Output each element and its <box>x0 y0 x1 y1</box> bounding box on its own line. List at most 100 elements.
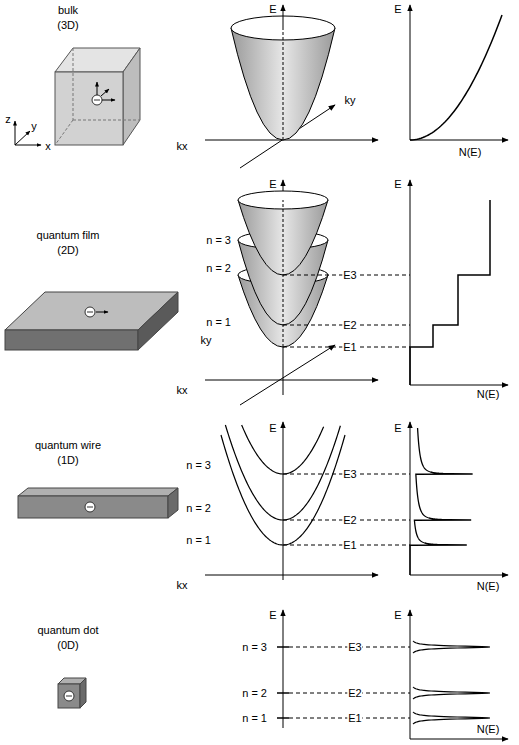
axis-label: x <box>44 140 52 152</box>
electron-symbol <box>85 502 95 512</box>
axis-label: ky <box>344 94 357 106</box>
axis-triad <box>15 121 41 145</box>
bulk-cube <box>55 72 123 145</box>
axis-line <box>205 575 378 576</box>
axis-label: E <box>393 178 402 190</box>
axis-label: kx <box>176 579 189 591</box>
axis-label: E <box>268 609 277 621</box>
level-label: n = 3 <box>241 641 268 653</box>
row-title: quantum wire <box>34 439 102 451</box>
electron-symbol <box>87 312 93 313</box>
dos-curve <box>410 15 502 140</box>
axis-line <box>205 140 378 141</box>
quantum-film-slab <box>5 330 138 350</box>
electron-symbol <box>64 691 74 701</box>
row-title: (3D) <box>56 19 79 31</box>
level-label: n = 2 <box>205 262 232 274</box>
axis-label: z <box>4 113 12 125</box>
axis-line <box>410 140 508 141</box>
plots <box>205 5 508 739</box>
level-label: n = 2 <box>241 687 268 699</box>
level-energy: E3 <box>342 269 357 281</box>
level-label: n = 3 <box>205 234 232 246</box>
level-label: n = 1 <box>185 534 212 546</box>
bulk-cube <box>73 48 74 120</box>
level-energy: E1 <box>347 712 362 724</box>
dos-peak <box>413 687 490 699</box>
axis-label: y <box>30 120 38 132</box>
electron-symbol <box>87 507 93 508</box>
row-title: bulk <box>57 4 79 16</box>
axis-label: E <box>268 3 277 15</box>
quantum-wire-bar <box>18 488 178 496</box>
level-energy: E2 <box>342 319 357 331</box>
axis-label: N(E) <box>476 723 501 735</box>
level-energy: E3 <box>342 468 357 480</box>
electron-symbol <box>101 89 109 96</box>
axis-label: kx <box>176 140 189 152</box>
level-tick <box>277 646 289 648</box>
quantum-dot-cube <box>58 678 86 708</box>
axis-label: E <box>393 422 402 434</box>
quantum-wire-bar <box>18 488 178 518</box>
quantum-dot-cube <box>80 678 86 708</box>
axis-label: E <box>268 422 277 434</box>
quantum-wire-bar <box>18 496 168 518</box>
axis-line <box>283 5 284 28</box>
bulk-cube <box>55 48 140 145</box>
bulk-cube <box>123 48 140 145</box>
axis-line <box>410 5 411 140</box>
bulk-cube <box>55 120 73 145</box>
level-label: n = 2 <box>185 502 212 514</box>
axis-line <box>283 28 284 140</box>
axis-triad <box>15 145 41 146</box>
level-label: n = 3 <box>185 459 212 471</box>
axis-line <box>410 575 508 576</box>
electron-symbol <box>96 312 108 313</box>
row-title: (1D) <box>56 454 79 466</box>
axis-label: N(E) <box>458 146 483 158</box>
row-title: (0D) <box>56 639 79 651</box>
energy-parabola <box>225 425 340 520</box>
dos-peak <box>413 641 490 653</box>
electron-symbol <box>94 100 100 101</box>
axis-label: N(E) <box>476 388 501 400</box>
axis-line <box>240 345 335 405</box>
level-tick <box>277 717 289 719</box>
axis-label: ky <box>200 334 213 346</box>
electron-symbol <box>102 100 115 101</box>
quantum-dot-cube <box>58 684 80 708</box>
electron-symbol <box>85 307 108 317</box>
axis-line <box>283 422 284 580</box>
electron-symbol <box>92 95 102 105</box>
axis-line <box>205 380 378 381</box>
level-energy: E3 <box>347 641 362 653</box>
bulk-cube <box>73 120 140 121</box>
axis-triad <box>15 131 30 145</box>
electron-symbol <box>85 307 95 317</box>
dos-steps <box>410 200 490 385</box>
energy-paraboloid <box>231 28 335 140</box>
level-energy: E1 <box>342 341 357 353</box>
level-energy: E2 <box>347 687 362 699</box>
axis-label: E <box>268 178 277 190</box>
row-title: (2D) <box>56 244 79 256</box>
electron-symbol <box>97 82 98 95</box>
level-label: n = 1 <box>241 712 268 724</box>
axis-line <box>410 610 411 739</box>
level-energy: E2 <box>342 514 357 526</box>
axis-label: kx <box>176 384 189 396</box>
axis-label: E <box>393 3 402 15</box>
row-title: quantum film <box>36 229 101 241</box>
electron-symbol <box>92 82 115 105</box>
energy-paraboloid <box>238 191 328 275</box>
axis-line <box>283 610 284 728</box>
level-label: n = 1 <box>205 316 232 328</box>
quantum-film-slab <box>138 292 178 350</box>
axis-line <box>410 385 508 386</box>
energy-paraboloid <box>231 16 335 140</box>
energy-parabola <box>221 435 345 545</box>
quantum-film-slab <box>5 292 178 350</box>
